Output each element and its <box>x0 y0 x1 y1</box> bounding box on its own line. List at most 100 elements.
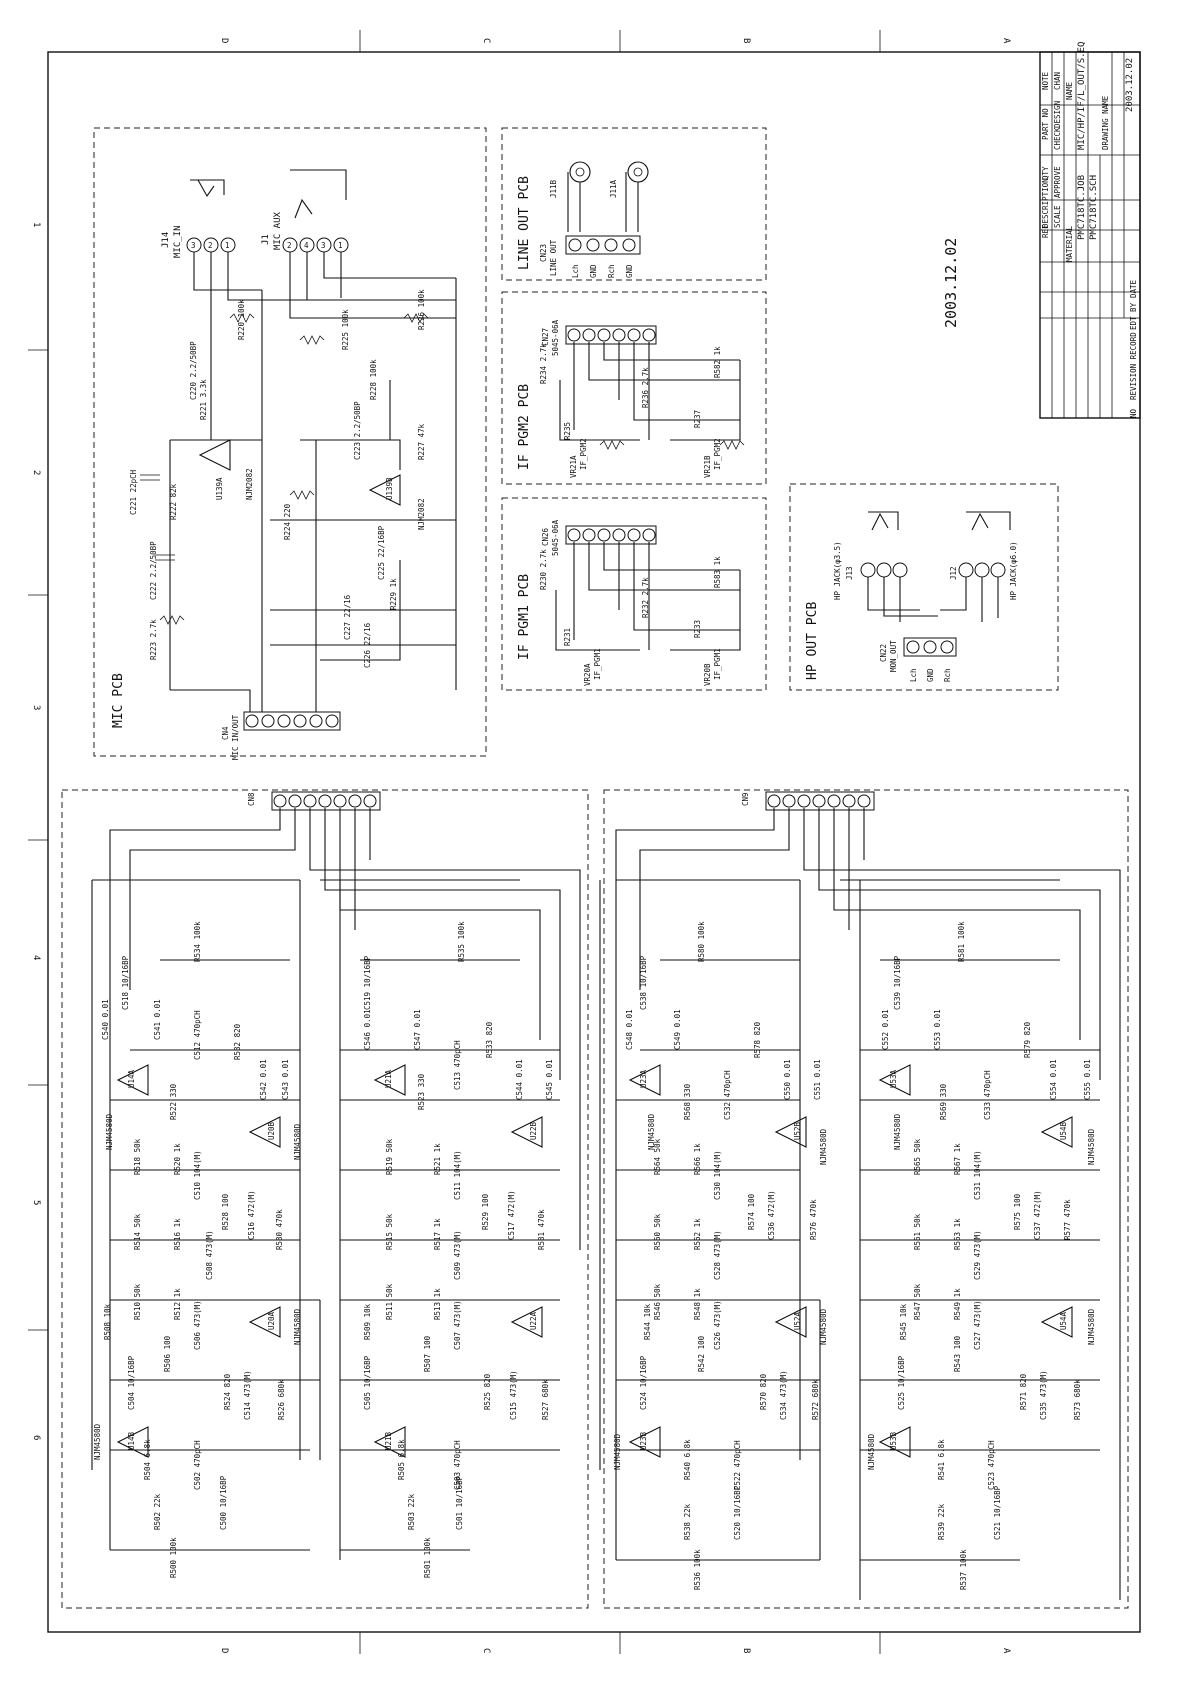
mic-part-c220: C220 2.2/50BP <box>189 341 198 400</box>
eql-r504: R504 6.8k <box>143 1439 152 1480</box>
eql-r535: R535 100k <box>457 921 466 962</box>
u22a-ref: U22A <box>529 1311 538 1330</box>
eql-r512: R512 1k <box>173 1288 182 1320</box>
eql-c508: C508 473(M) <box>205 1230 214 1280</box>
tb-rev-edt: EDT BY <box>1129 302 1138 330</box>
eql-r521: R521 1k <box>433 1143 442 1175</box>
u14b-ref: U14B <box>127 1431 136 1450</box>
eql-c505: C505 10/16BP <box>363 1355 372 1410</box>
mic-pcb-block: MIC PCB 3 2 1 J14 MIC_IN 2 4 3 1 J1 MIC … <box>94 128 486 760</box>
zone-numbers: 1 2 3 4 5 6 <box>31 222 41 1440</box>
eql-r509: R509 10k <box>363 1303 372 1340</box>
eql-opamp-4: NJM4580D <box>93 1423 102 1460</box>
u54a-ref: U54A <box>1059 1311 1068 1330</box>
eqr-r539: R539 22k <box>937 1503 946 1540</box>
eqr-r565: R565 50k <box>913 1138 922 1175</box>
eq-right-block: CN9 U23A U52B U52A U23B U53A U54B U54A U… <box>600 790 1128 1608</box>
eql-r527: R527 680k <box>541 1379 550 1420</box>
mic-part-r221: R221 3.3k <box>199 379 208 420</box>
vr20a-ref: VR20A <box>583 663 592 686</box>
eqr-opamp-3: NJM4580D <box>819 1308 828 1345</box>
zone-number-6: 6 <box>31 1435 41 1440</box>
lo-pin-gnd1: GND <box>589 264 598 278</box>
eqr-r543: R543 100 <box>953 1335 962 1372</box>
zone-letter-a-bottom: A <box>1001 1648 1011 1654</box>
cn4-ref: CN4 <box>221 726 230 740</box>
eql-c542: C542 0.01 <box>259 1059 268 1100</box>
eqr-c534: C534 473(M) <box>779 1370 788 1420</box>
eql-c504: C504 10/16BP <box>127 1355 136 1410</box>
eql-c514: C514 473(M) <box>243 1370 252 1420</box>
zone-letter-c: C <box>481 38 491 43</box>
u54b-ref: U54B <box>1059 1121 1068 1140</box>
eql-r530: R530 470k <box>275 1209 284 1250</box>
sheet-border <box>48 52 1140 1632</box>
eqr-r581: R581 100k <box>957 921 966 962</box>
r224-symbol <box>290 491 314 499</box>
cn9-ref: CN9 <box>741 792 750 806</box>
eqr-r562: R562 1k <box>693 1218 702 1250</box>
eqr-c520: C520 10/16BP <box>733 1485 742 1540</box>
if-pgm1-pcb-block: IF PGM1 PCB CN26 5045-06A R230 2.7k R231… <box>502 498 766 690</box>
zone-letter-d-bottom: D <box>219 1648 229 1653</box>
mic-pcb-title: MIC PCB <box>111 673 126 728</box>
u53a-ref: U53A <box>889 1069 898 1088</box>
eqr-r544: R544 10k <box>643 1303 652 1340</box>
eqr-c550: C550 0.01 <box>783 1059 792 1100</box>
eqr-r566: R566 1k <box>693 1143 702 1175</box>
eqr-c555: C555 0.01 <box>1083 1059 1092 1100</box>
mic-part-r220: R220 100k <box>237 299 246 340</box>
eql-r532: R532 820 <box>233 1023 242 1060</box>
j1-pin2: 2 <box>287 241 292 250</box>
eql-c506: C506 473(M) <box>193 1300 202 1350</box>
if2-r234: R234 2.7k <box>539 343 548 384</box>
mic-part-r229: R229 1k <box>389 578 398 610</box>
eqr-c539: C539 10/16BP <box>893 955 902 1010</box>
mic-part-c222: C222 2.2/50BP <box>149 541 158 600</box>
eql-r529: R529 100 <box>481 1193 490 1230</box>
eql-r503: R503 22k <box>407 1493 416 1530</box>
cn4-connector <box>244 712 340 730</box>
eqr-opamp-5: NJM4580D <box>893 1113 902 1150</box>
eql-opamp-2: NJM4580D <box>293 1123 302 1160</box>
eqr-r569: R569 330 <box>939 1083 948 1120</box>
mic-part-c227: C227 22/16 <box>343 594 352 640</box>
eql-r516: R516 1k <box>173 1218 182 1250</box>
eql-r511: R511 50k <box>385 1283 394 1320</box>
eq-left-labels-a: R534 100k C518 10/16BP C540 0.01 C541 0.… <box>101 921 290 1120</box>
tb-date: 2003.12.02 <box>1125 58 1135 112</box>
vr21b-ref: VR21B <box>703 455 712 478</box>
eqr-opamp-8: NJM4580D <box>867 1433 876 1470</box>
eql-r507: R507 100 <box>423 1335 432 1372</box>
eqr-r577: R577 470k <box>1063 1199 1072 1240</box>
eql-r531: R531 470k <box>537 1209 546 1250</box>
eqr-c533: C533 470pCH <box>983 1070 992 1120</box>
cn26-conn: 5045-06A <box>551 519 560 556</box>
zone-ticks <box>28 30 880 1654</box>
eql-r506: R506 100 <box>163 1335 172 1372</box>
eql-c545: C545 0.01 <box>545 1059 554 1100</box>
eql-r533: R533 820 <box>485 1021 494 1058</box>
eqr-r572: R572 680k <box>811 1379 820 1420</box>
eql-r505: R505 6.8k <box>397 1439 406 1480</box>
tb-name-label: NAME <box>1065 81 1074 100</box>
tb-rev-date: DATE <box>1129 279 1138 298</box>
eqr-c554: C554 0.01 <box>1049 1059 1058 1100</box>
u22b-ref: U22B <box>529 1121 538 1140</box>
vr21a-name: IF_PGM2 <box>579 438 588 470</box>
eqr-c548: C548 0.01 <box>625 1009 634 1050</box>
eq-left-block: CN8 U14A U20B U20A U14B NJM4580D NJM4580… <box>62 790 588 1608</box>
tb-file1: PMC718TC.JOB <box>1077 175 1087 240</box>
eqr-opamp-2: NJM4580D <box>819 1128 828 1165</box>
tb-sheet-name: MIC/HP/IF/L_OUT/S.EQ <box>1077 42 1087 150</box>
mic-part-r228: R228 100k <box>369 359 378 400</box>
cn23-name: LINE OUT <box>549 239 558 276</box>
eqr-r541: R541 6.8k <box>937 1439 946 1480</box>
hp-out-pcb-block: HP OUT PCB HP JACK(φ3.5) J13 J12 HP JACK… <box>790 484 1058 690</box>
eqr-r546: R546 50k <box>653 1283 662 1320</box>
eqr-r560: R560 50k <box>653 1213 662 1250</box>
tb-h-partno: PART NO <box>1041 108 1050 140</box>
eqr-r548: R548 1k <box>693 1288 702 1320</box>
eqr-c535: C535 473(M) <box>1039 1370 1048 1420</box>
eql-c544: C544 0.01 <box>515 1059 524 1100</box>
